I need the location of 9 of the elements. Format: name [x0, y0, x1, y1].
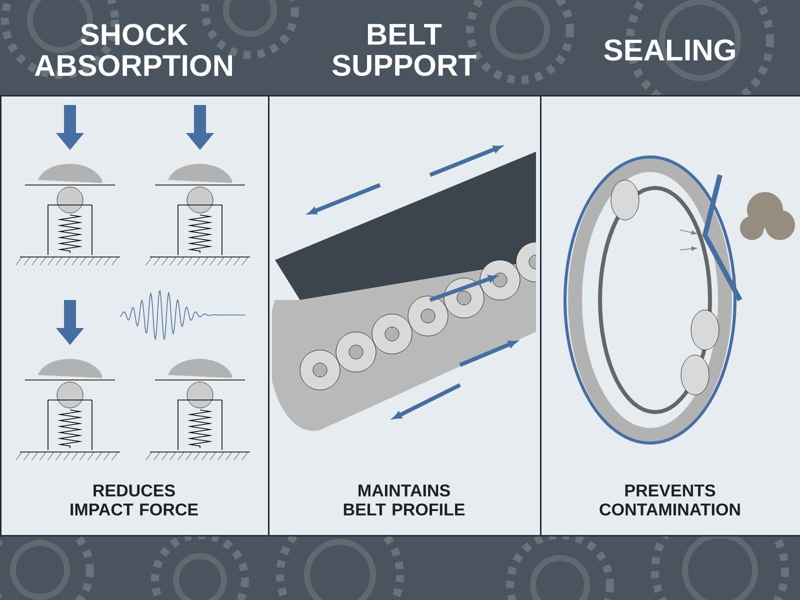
panel-heading: SHOCK ABSORPTION	[34, 24, 232, 76]
panel	[540, 39, 800, 536]
panel-caption: REDUCES IMPACT FORCE	[70, 484, 198, 516]
panel-heading: SEALING	[604, 39, 735, 61]
panel	[0, 24, 270, 536]
panel-caption: PREVENTS CONTAMINATION	[600, 484, 740, 516]
panel	[268, 24, 542, 536]
panel-caption: MAINTAINS BELT PROFILE	[344, 484, 465, 516]
panel-heading: BELT SUPPORT	[332, 24, 476, 76]
